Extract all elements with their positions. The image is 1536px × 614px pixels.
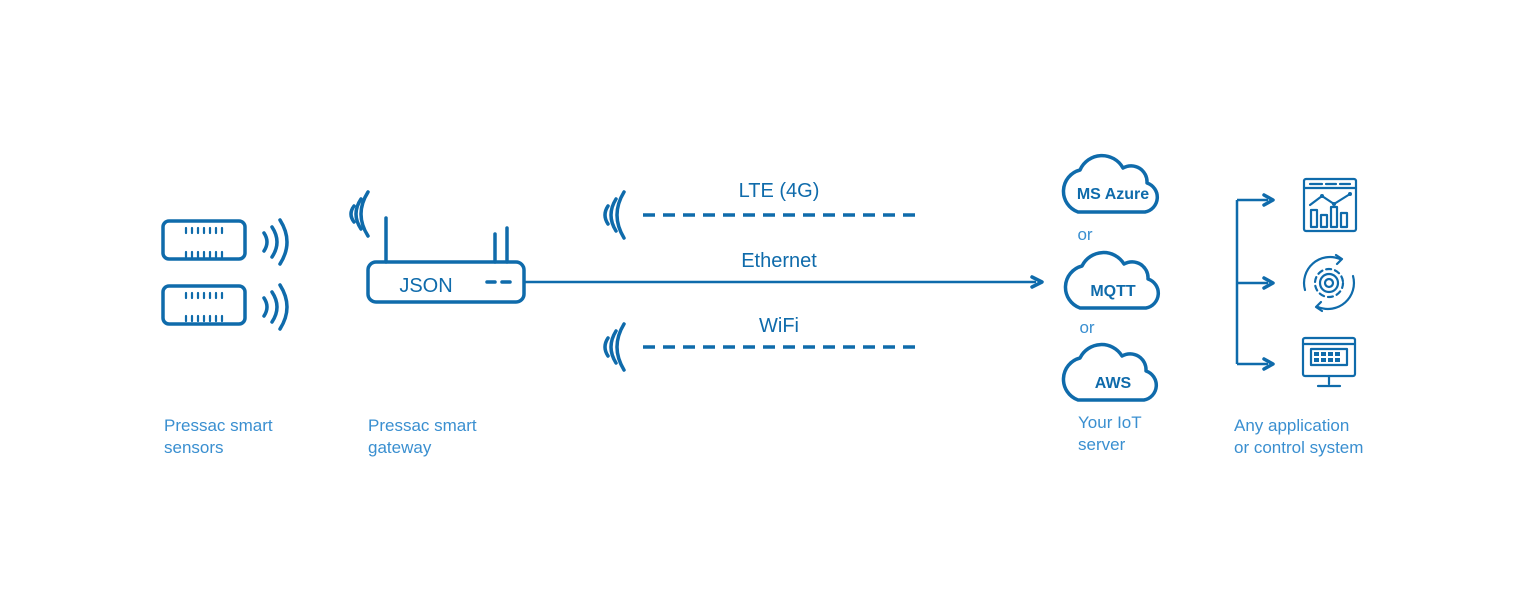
or-label-1: or: [1077, 225, 1092, 244]
branch-connector: [1235, 193, 1275, 371]
sensor-device-icon: [161, 219, 247, 261]
wireless-signal-icon: [262, 218, 289, 266]
gateway-caption-line2: gateway: [368, 438, 432, 457]
gateway-json-label: JSON: [399, 275, 452, 297]
connection-lte: LTE (4G): [603, 180, 915, 240]
sensor-device-icon: [161, 284, 247, 326]
ethernet-arrowhead: [1030, 275, 1044, 289]
arrow-head-icon: [1262, 276, 1275, 290]
server-caption-line2: server: [1078, 435, 1126, 454]
cloud-ms-azure-label: MS Azure: [1077, 186, 1149, 203]
sensors-caption-line2: sensors: [164, 438, 224, 457]
ethernet-label: Ethernet: [741, 250, 817, 272]
connection-ethernet: Ethernet: [524, 250, 1044, 289]
connection-wifi: WiFi: [603, 315, 915, 372]
router-icon: [366, 216, 526, 304]
lte-label: LTE (4G): [739, 180, 820, 202]
or-label-2: or: [1079, 318, 1094, 337]
server-caption-line1: Your IoT: [1078, 413, 1142, 432]
sensors-caption-line1: Pressac smart: [164, 416, 273, 435]
arrow-head-icon: [1262, 193, 1275, 207]
arrow-head-icon: [1262, 357, 1275, 371]
wifi-label: WiFi: [759, 315, 799, 337]
apps-caption-line2: or control system: [1234, 438, 1363, 457]
cloud-icon: [1061, 153, 1160, 214]
cloud-icon: [1063, 250, 1161, 310]
cloud-icon: [1061, 342, 1159, 402]
wireless-signal-icon: [603, 322, 626, 372]
wireless-signal-icon: [603, 190, 626, 240]
gateway-caption-line1: Pressac smart: [368, 416, 477, 435]
cloud-aws-label: AWS: [1095, 375, 1132, 392]
wireless-signal-icon: [349, 190, 370, 238]
gear-cycle-icon: [1302, 253, 1356, 313]
cloud-mqtt-label: MQTT: [1090, 283, 1136, 300]
dashboard-chart-icon: [1302, 177, 1358, 233]
apps-caption-line1: Any application: [1234, 416, 1349, 435]
control-panel-monitor-icon: [1301, 336, 1357, 388]
wireless-signal-icon: [262, 283, 289, 331]
